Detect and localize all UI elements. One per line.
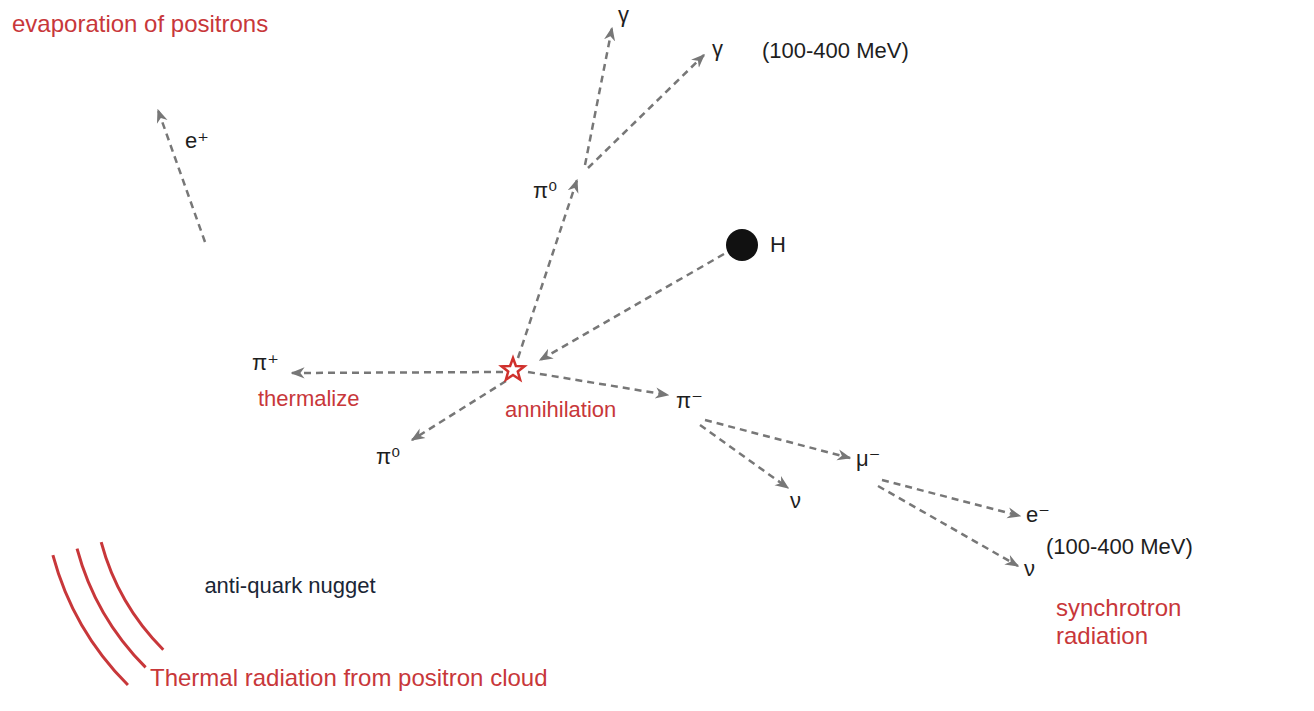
particle-name: γ [618, 2, 629, 27]
thermal-arc [53, 555, 128, 685]
hydrogen-arrow [540, 254, 724, 360]
particle-name: γ [712, 36, 723, 61]
particle-name: π⁻ [676, 388, 703, 413]
particle-name: π⁺ [252, 350, 279, 375]
neutrino-arrow [878, 486, 1018, 566]
process-label: annihilation [505, 397, 616, 422]
particle-name: μ⁻ [856, 446, 880, 471]
thermal-arc [77, 549, 146, 668]
particle-name: ν [790, 488, 801, 513]
particle-name: π⁰ [533, 178, 557, 203]
pion-arrow [518, 180, 577, 358]
electron-arrow [882, 480, 1020, 516]
note: Thermal radiation from positron cloud [150, 664, 548, 692]
pion-arrow [412, 381, 506, 440]
pion-arrow [292, 372, 503, 373]
nugget-label: anti-quark nugget [204, 573, 375, 598]
gamma-arrow [588, 55, 704, 168]
thermal-arcs [53, 542, 163, 685]
positron-cloud [121, 268, 545, 692]
hydrogen-atom [726, 229, 758, 261]
energy-range: (100-400 MeV) [1046, 534, 1193, 559]
energy-range: (100-400 MeV) [762, 38, 909, 63]
neutrino-arrow [700, 425, 788, 488]
pion-arrow [528, 372, 668, 395]
particle-name: e⁻ [1026, 502, 1050, 527]
particle-name: π⁰ [376, 444, 400, 469]
process-label: synchrotron radiation [1056, 594, 1206, 649]
particle-name: e⁺ [185, 128, 209, 153]
positron-cloud [112, 259, 554, 701]
note: evaporation of positrons [12, 10, 268, 38]
annihilation-star [502, 358, 525, 380]
process-label: thermalize [258, 386, 359, 411]
particle-name: H [770, 232, 786, 257]
nugget-core [130, 277, 536, 683]
nugget-circle: anti-quark nugget [108, 255, 558, 705]
gamma-arrow [585, 28, 612, 165]
muon-arrow [705, 420, 850, 458]
cloud-boundary [109, 256, 557, 704]
thermal-arc [101, 542, 163, 650]
particle-name: ν [1024, 556, 1035, 581]
nugget-shape [108, 255, 558, 705]
